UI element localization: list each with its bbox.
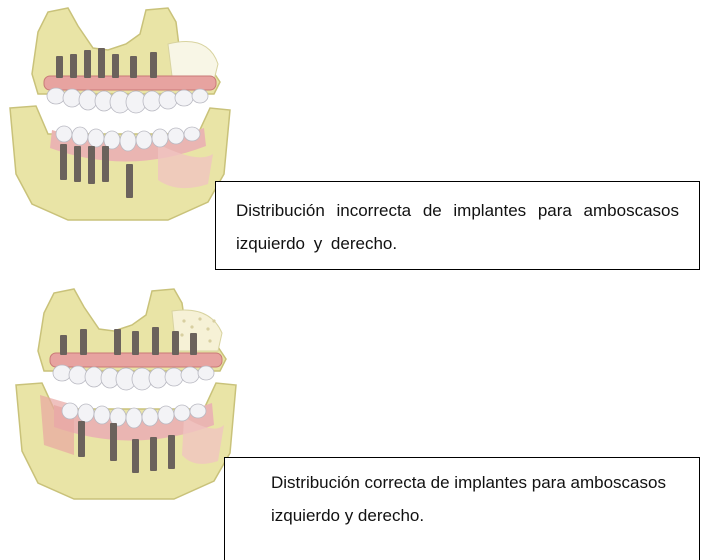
caption-correct: Distribución correcta de implantes para … [224, 457, 700, 560]
caption-incorrect-text: Distribución incorrecta de implantes par… [236, 201, 679, 253]
caption-correct-text: Distribución correcta de implantes para … [271, 473, 666, 525]
jaw-diagram-correct [14, 285, 246, 525]
jaw-diagram-incorrect [8, 4, 240, 240]
jaw-illustration-incorrect [8, 4, 240, 240]
caption-incorrect: Distribución incorrecta de implantes par… [215, 181, 700, 270]
jaw-illustration-correct [14, 285, 246, 525]
